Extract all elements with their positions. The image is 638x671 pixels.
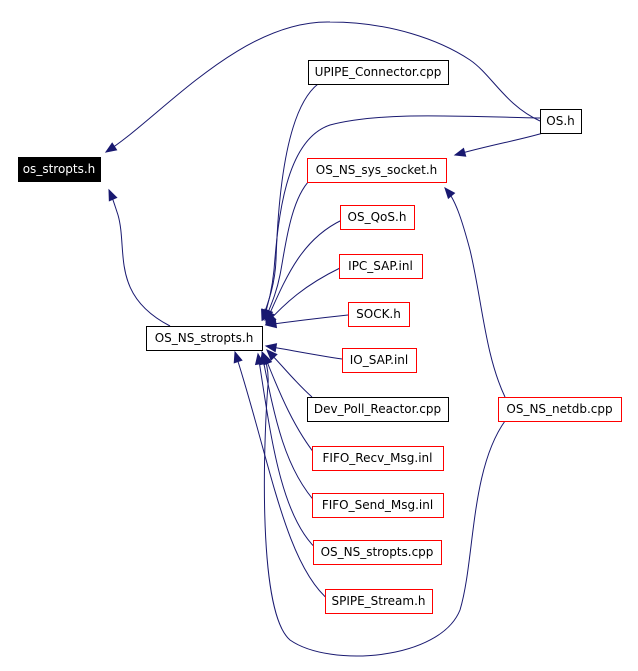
node-dev-poll-reactor-cpp[interactable]: Dev_Poll_Reactor.cpp xyxy=(307,397,449,422)
edge-arrowhead xyxy=(266,349,278,361)
node-os-h[interactable]: OS.h xyxy=(540,109,582,134)
node-label: IO_SAP.inl xyxy=(350,353,409,367)
edge-line xyxy=(265,345,343,360)
node-label: IPC_SAP.inl xyxy=(348,259,413,273)
node-fifo-send-msg-inl[interactable]: FIFO_Send_Msg.inl xyxy=(312,493,444,518)
node-label: OS_QoS.h xyxy=(348,210,407,224)
node-label: SPIPE_Stream.h xyxy=(331,594,425,608)
node-label: SOCK.h xyxy=(356,307,401,321)
node-box[interactable] xyxy=(308,60,449,85)
node-label: OS_NS_sys_socket.h xyxy=(316,163,437,177)
node-label: OS.h xyxy=(546,114,574,128)
node-sock-h[interactable]: SOCK.h xyxy=(348,302,410,327)
edge-os-ns-stropts-cpp-to-os-ns-stropts-h xyxy=(254,352,321,553)
edge-line xyxy=(454,132,544,156)
node-label: Dev_Poll_Reactor.cpp xyxy=(314,402,441,416)
node-box[interactable] xyxy=(325,589,433,614)
edge-line xyxy=(261,353,319,506)
edge-spipe-stream-h-to-os-ns-stropts-h xyxy=(233,350,331,602)
nodes-layer: os_stropts.hOS_NS_stropts.h UPIPE_Connect… xyxy=(18,60,622,614)
edge-line xyxy=(262,115,541,321)
edge-os-ns-stropts-h-to-os-stropts-h xyxy=(108,188,171,327)
node-box[interactable] xyxy=(540,109,582,134)
node-os-ns-stropts-h[interactable]: OS_NS_stropts.h xyxy=(146,326,263,351)
edge-line xyxy=(105,21,541,153)
edge-arrowhead xyxy=(254,352,265,366)
node-box[interactable] xyxy=(498,397,622,422)
edge-sock-h-to-os-ns-stropts-h xyxy=(264,314,349,329)
node-os-ns-stropts-cpp[interactable]: OS_NS_stropts.cpp xyxy=(313,540,442,565)
node-upipe-connector-cpp[interactable]: UPIPE_Connector.cpp xyxy=(308,60,449,85)
node-box[interactable] xyxy=(307,158,447,183)
node-box[interactable] xyxy=(312,493,444,518)
node-os-stropts-h[interactable]: os_stropts.h xyxy=(18,157,101,182)
edge-line xyxy=(264,179,311,321)
node-label: OS_NS_stropts.h xyxy=(155,331,254,345)
edge-upipe-connector-cpp-to-os-ns-stropts-h xyxy=(261,83,319,322)
node-fifo-recv-msg-inl[interactable]: FIFO_Recv_Msg.inl xyxy=(312,446,444,471)
edge-arrowhead xyxy=(453,147,467,157)
edge-line xyxy=(234,351,331,602)
edge-arrowhead xyxy=(104,142,118,153)
node-box[interactable] xyxy=(348,302,410,327)
edges-layer xyxy=(104,21,544,657)
edge-line xyxy=(257,353,321,553)
node-ipc-sap-inl[interactable]: IPC_SAP.inl xyxy=(339,254,423,279)
edge-arrowhead xyxy=(108,188,118,202)
edge-dev-poll-reactor-cpp-to-os-ns-stropts-h xyxy=(266,349,313,398)
edge-arrowhead xyxy=(444,186,456,200)
edge-line xyxy=(263,353,319,459)
node-box[interactable] xyxy=(313,540,442,565)
edge-line xyxy=(265,314,349,326)
node-spipe-stream-h[interactable]: SPIPE_Stream.h xyxy=(325,589,433,614)
edge-arrowhead xyxy=(264,318,278,329)
node-os-ns-sys-socket-h[interactable]: OS_NS_sys_socket.h xyxy=(307,158,447,183)
node-label: FIFO_Send_Msg.inl xyxy=(322,498,433,512)
node-os-qos-h[interactable]: OS_QoS.h xyxy=(340,205,415,230)
node-label: OS_NS_netdb.cpp xyxy=(506,402,612,416)
edge-os-h-to-os-ns-sys-socket-h xyxy=(453,132,544,157)
edge-os-ns-netdb-cpp-to-os-ns-sys-socket-h xyxy=(444,186,506,398)
node-box[interactable] xyxy=(146,326,263,351)
node-label: os_stropts.h xyxy=(23,162,96,176)
node-label: FIFO_Recv_Msg.inl xyxy=(323,451,433,465)
edge-arrowhead xyxy=(233,350,243,364)
node-label: UPIPE_Connector.cpp xyxy=(315,65,442,79)
node-box[interactable] xyxy=(18,157,101,182)
node-io-sap-inl[interactable]: IO_SAP.inl xyxy=(342,348,417,373)
node-os-ns-netdb-cpp[interactable]: OS_NS_netdb.cpp xyxy=(498,397,622,422)
edge-line xyxy=(265,267,341,325)
edge-line xyxy=(265,219,343,323)
edge-fifo-send-msg-inl-to-os-ns-stropts-h xyxy=(259,352,319,506)
node-box[interactable] xyxy=(307,397,449,422)
node-box[interactable] xyxy=(339,254,423,279)
edge-os-ns-sys-socket-h-to-os-ns-stropts-h xyxy=(264,179,311,322)
edge-ipc-sap-inl-to-os-ns-stropts-h xyxy=(265,267,341,325)
node-box[interactable] xyxy=(342,348,417,373)
node-box[interactable] xyxy=(340,205,415,230)
edge-arrowhead xyxy=(264,343,278,353)
edge-io-sap-inl-to-os-ns-stropts-h xyxy=(264,343,343,360)
node-label: OS_NS_stropts.cpp xyxy=(321,545,434,559)
edge-line xyxy=(108,189,171,327)
edge-os-h-to-os-stropts-h xyxy=(104,21,541,153)
edge-line xyxy=(261,83,319,321)
node-box[interactable] xyxy=(312,446,444,471)
edge-line xyxy=(444,187,506,398)
